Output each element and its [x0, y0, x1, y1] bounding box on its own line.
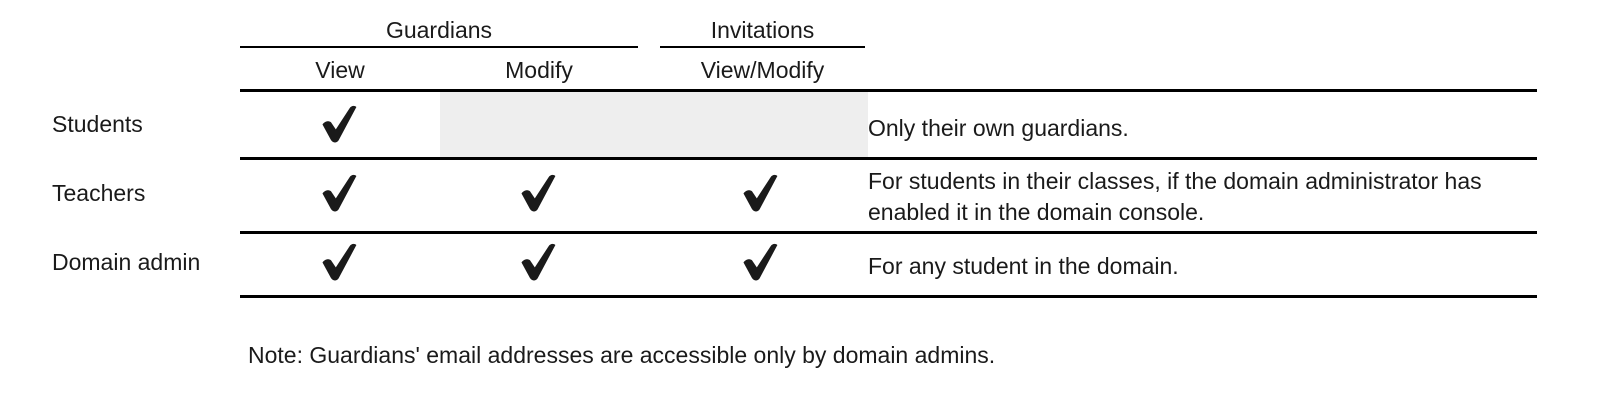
column-group-header-invitations: Invitations — [710, 17, 815, 43]
column-group-rule-guardians — [240, 46, 638, 48]
check-mark-icon — [318, 240, 362, 284]
table-rule-bottom — [240, 295, 1537, 298]
row-note-students: Only their own guardians. — [868, 115, 1129, 141]
column-group-header-guardians: Guardians — [385, 17, 493, 43]
row-note-teachers: For students in their classes, if the do… — [868, 168, 1482, 225]
table-footnote: Note: Guardians' email addresses are acc… — [248, 342, 996, 368]
check-mark-icon — [517, 171, 561, 215]
column-header-view: View — [315, 57, 365, 83]
row-label-domain-admin: Domain admin — [52, 249, 201, 275]
row-label-students: Students — [52, 111, 143, 137]
table-rule-after-students — [240, 157, 1537, 160]
column-group-rule-invitations — [660, 46, 865, 48]
table-rule-header — [240, 89, 1537, 92]
table-rule-after-teachers — [240, 231, 1537, 234]
column-header-view-modify: View/Modify — [700, 57, 825, 83]
check-mark-icon — [517, 240, 561, 284]
cell-shaded-students-modify — [440, 92, 868, 157]
check-mark-icon — [318, 102, 362, 146]
check-mark-icon — [318, 171, 362, 215]
row-note-domain-admin: For any student in the domain. — [868, 253, 1179, 279]
row-label-teachers: Teachers — [52, 180, 146, 206]
check-mark-icon — [739, 240, 783, 284]
check-mark-icon — [739, 171, 783, 215]
column-header-modify: Modify — [505, 57, 573, 83]
